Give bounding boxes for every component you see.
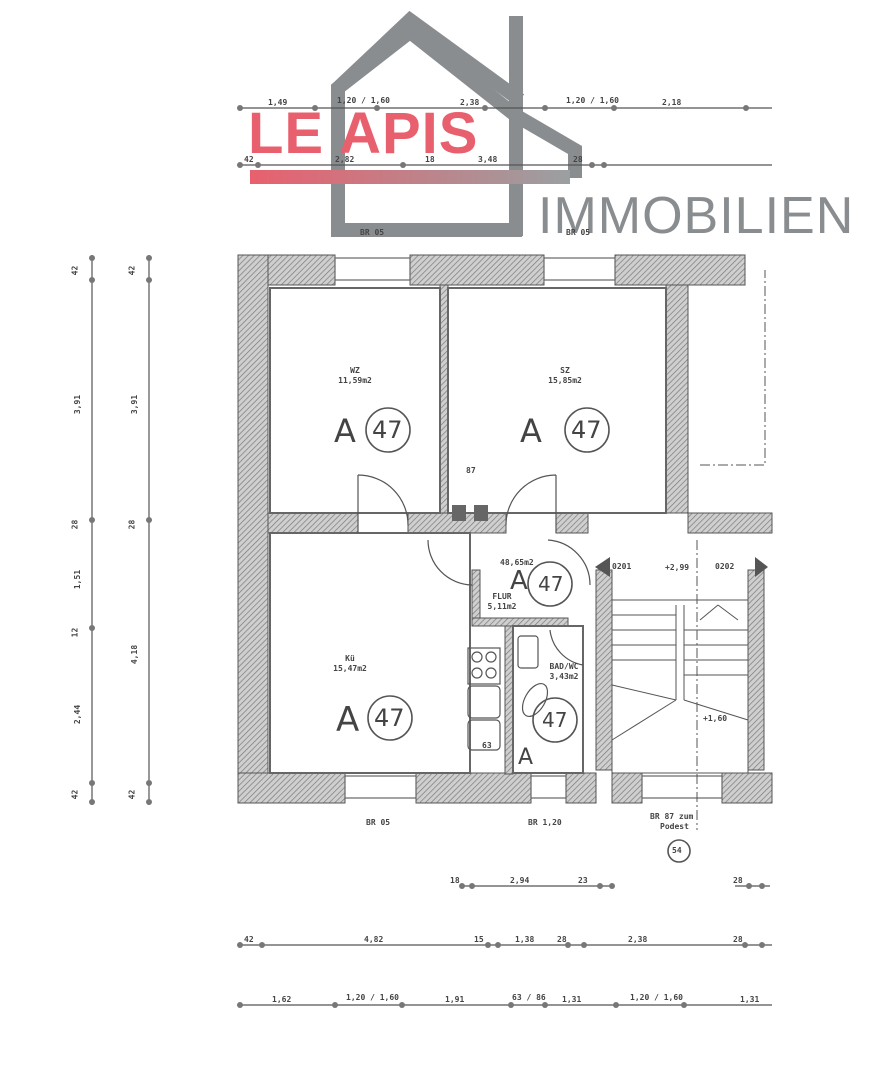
dim-text: 23 bbox=[578, 876, 588, 885]
room-area: 5,11m2 bbox=[487, 602, 517, 611]
dim-text: 1,20 / 1,60 bbox=[566, 96, 619, 105]
room-mark: A bbox=[334, 412, 356, 450]
doors bbox=[357, 474, 591, 666]
dim-text: 28 bbox=[573, 155, 583, 164]
circle-number: 54 bbox=[672, 846, 682, 855]
logo-house-icon bbox=[331, 10, 582, 237]
room-code: SZ bbox=[560, 366, 570, 375]
dim-text: 2,82 bbox=[335, 155, 355, 164]
dim-text: 2,44 bbox=[73, 704, 83, 725]
dim-text: 18 bbox=[425, 155, 435, 164]
window-label: BR 05 bbox=[366, 818, 391, 827]
dim-text: 42 bbox=[127, 265, 137, 276]
room-label-wz: WZ 11,59m2 bbox=[335, 366, 375, 386]
dim-text: 1,20 / 1,60 bbox=[337, 96, 390, 105]
room-number: 47 bbox=[571, 416, 602, 444]
dim-text: 3,91 bbox=[73, 394, 83, 415]
walls bbox=[237, 254, 773, 804]
room-area: 15,85m2 bbox=[548, 376, 582, 385]
room-code: BAD/WC bbox=[549, 662, 579, 671]
room-mark: A bbox=[336, 700, 360, 740]
room-number: 47 bbox=[372, 416, 403, 444]
total-area: 48,65m2 bbox=[500, 558, 534, 567]
dim-text: 42 bbox=[244, 155, 254, 164]
window-label: BR 87 zum bbox=[650, 812, 694, 821]
stair-label-right: 0202 bbox=[715, 562, 735, 571]
dim-text: 42 bbox=[127, 789, 137, 800]
dim-text: 4,82 bbox=[364, 935, 384, 944]
hall-dim: 87 bbox=[466, 466, 476, 475]
room-code: WZ bbox=[350, 366, 360, 375]
room-area: 3,43m2 bbox=[549, 672, 579, 681]
dim-text: 1,20 / 1,60 bbox=[346, 993, 399, 1002]
dim-text: 28 bbox=[733, 876, 743, 885]
dim-text: 2,18 bbox=[662, 98, 682, 107]
dim-text: 28 bbox=[733, 935, 743, 944]
room-label-bath: BAD/WC 3,43m2 bbox=[546, 662, 582, 682]
dim-text: 1,31 bbox=[562, 995, 582, 1004]
dim-text: 3,48 bbox=[478, 155, 498, 164]
room-label-sz: SZ 15,85m2 bbox=[540, 366, 590, 386]
logo-bar bbox=[250, 170, 570, 184]
dim-text: 1,38 bbox=[515, 935, 535, 944]
dim-text: 28 bbox=[557, 935, 567, 944]
room-mark: A bbox=[510, 566, 528, 596]
dim-text: 42 bbox=[70, 789, 80, 800]
left-dimension-lines bbox=[91, 255, 150, 805]
dim-text: 1,51 bbox=[73, 569, 83, 590]
dim-text: 1,91 bbox=[445, 995, 465, 1004]
kitchen-fixtures bbox=[467, 635, 549, 751]
dim-text: 28 bbox=[70, 519, 80, 530]
dim-text: 63 / 86 bbox=[512, 993, 546, 1002]
kitchen-dim: 63 bbox=[482, 741, 492, 750]
windows bbox=[334, 257, 723, 799]
dim-text: 3,91 bbox=[130, 394, 140, 415]
stair-label-left: 0201 bbox=[612, 562, 632, 571]
room-code: Kü bbox=[345, 654, 355, 663]
stair-level: +2,99 bbox=[665, 563, 690, 572]
room-area: 15,47m2 bbox=[333, 664, 367, 673]
room-area: 11,59m2 bbox=[338, 376, 372, 385]
window-label: BR 05 bbox=[360, 228, 385, 237]
dim-text: 28 bbox=[127, 519, 137, 530]
dim-text: 1,20 / 1,60 bbox=[630, 993, 683, 1002]
staircase bbox=[611, 599, 749, 774]
top-dimension-lines bbox=[238, 107, 772, 1006]
room-mark: A bbox=[520, 412, 542, 450]
logo-subtitle-text: IMMOBILIEN bbox=[538, 187, 855, 245]
dim-text: 18 bbox=[450, 876, 460, 885]
room-code: FLUR bbox=[492, 592, 512, 601]
dim-text: 4,18 bbox=[130, 644, 140, 665]
dim-text: 2,38 bbox=[460, 98, 480, 107]
dim-text: 2,38 bbox=[628, 935, 648, 944]
dim-text: 1,62 bbox=[272, 995, 292, 1004]
room-label-flur: FLUR 5,11m2 bbox=[482, 592, 522, 612]
room-number: 47 bbox=[538, 572, 564, 596]
dim-text: 1,49 bbox=[268, 98, 288, 107]
window-label: BR 1,20 bbox=[528, 818, 562, 827]
dim-text: 42 bbox=[244, 935, 254, 944]
dim-text: 1,31 bbox=[740, 995, 760, 1004]
stair-landing: +1,60 bbox=[703, 714, 728, 723]
dim-text: 12 bbox=[70, 627, 80, 638]
dim-text: 2,94 bbox=[510, 876, 530, 885]
dim-text: 42 bbox=[70, 265, 80, 276]
room-mark: A bbox=[518, 745, 534, 770]
window-label: Podest bbox=[660, 822, 689, 831]
room-number: 47 bbox=[542, 708, 568, 732]
dimension-ticks bbox=[237, 105, 765, 1008]
room-label-kitchen: Kü 15,47m2 bbox=[325, 654, 375, 674]
dim-text: 15 bbox=[474, 935, 484, 944]
logo-brand-text: LE APIS bbox=[248, 101, 479, 166]
window-label: BR 05 bbox=[566, 228, 591, 237]
room-number: 47 bbox=[374, 704, 405, 732]
